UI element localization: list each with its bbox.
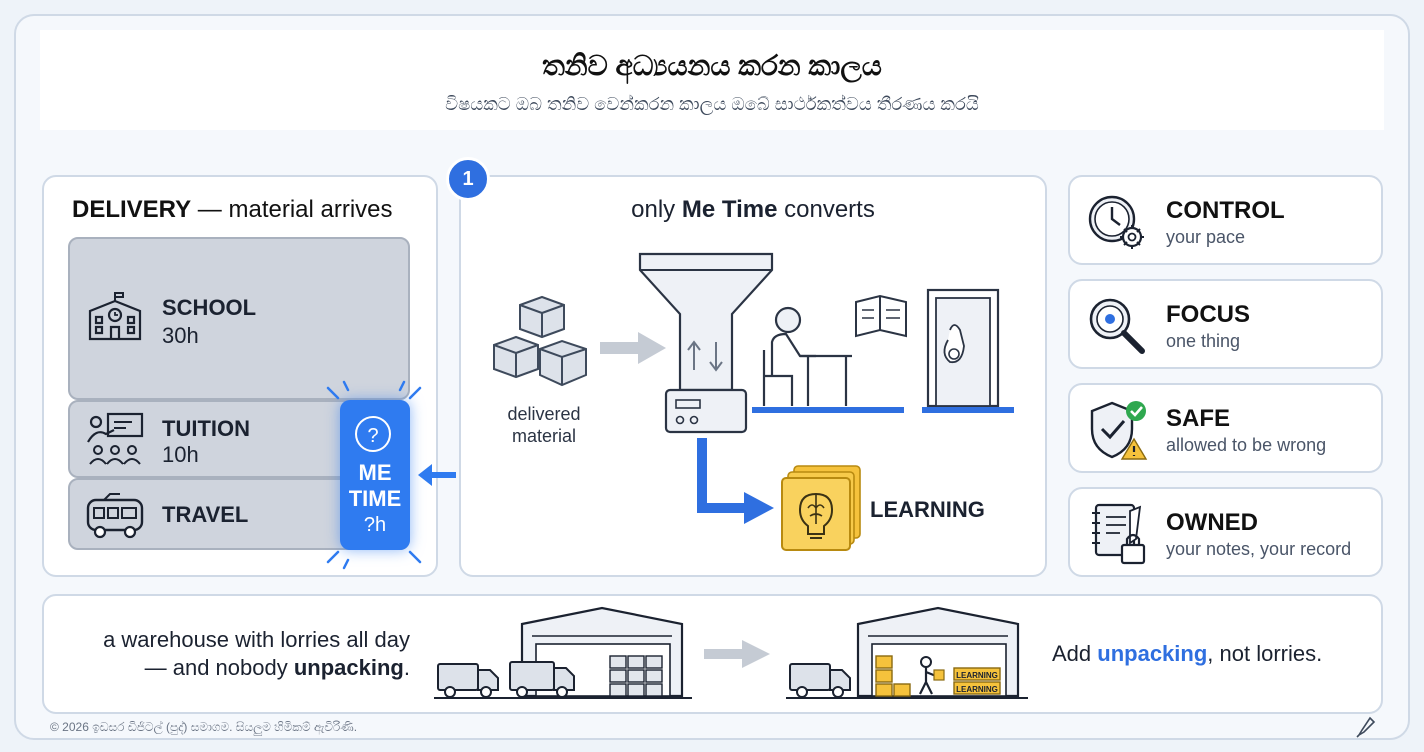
learning-label: LEARNING (870, 497, 985, 522)
tuition-label: TUITION (162, 416, 250, 441)
arrow-left-icon (418, 464, 456, 486)
control-card: CONTROL your pace (1068, 175, 1383, 265)
bus-icon (86, 493, 144, 539)
step-badge: 1 (446, 157, 490, 201)
safe-title: SAFE (1166, 405, 1231, 432)
safe-subtitle: allowed to be wrong (1166, 435, 1327, 455)
magnifier-icon (1089, 298, 1145, 354)
boxes-icon (493, 295, 587, 387)
converter-heading: only Me Time converts (631, 196, 875, 223)
copyright-footer: © 2026 ඉඩසර ඩිජිටල් (පුද්) සමාගම. සියලුම… (50, 720, 358, 734)
header-banner (40, 30, 1384, 130)
box-label-lower: LEARNING (956, 685, 998, 694)
notebook-lock-icon (1092, 503, 1146, 565)
converter-machine-icon (638, 252, 774, 434)
shield-check-icon (1090, 401, 1148, 460)
classroom-icon (87, 412, 144, 465)
school-label: SCHOOL (162, 295, 257, 320)
conclusion-text: Add unpacking, not lorries. (1052, 641, 1323, 666)
box-label-upper: LEARNING (956, 671, 998, 680)
me-time-glow-rays (326, 380, 422, 570)
question-icon: ? (355, 416, 391, 452)
focus-title: FOCUS (1166, 301, 1250, 328)
pen-nib-icon (1356, 716, 1376, 738)
page-title: තනිව අධ්‍යයනය කරන කාලය (542, 50, 882, 81)
owned-card: OWNED your notes, your record (1068, 487, 1383, 577)
focus-subtitle: one thing (1166, 331, 1241, 351)
delivery-heading: DELIVERY — material arrives (72, 196, 393, 223)
brain-bulb-icon (781, 465, 861, 551)
control-subtitle: your pace (1166, 227, 1246, 247)
travel-label: TRAVEL (162, 502, 249, 527)
down-right-arrow-icon (697, 438, 774, 524)
warehouse-unpacking-icon: LEARNING LEARNING (786, 606, 1028, 699)
clock-gear-icon (1088, 195, 1144, 249)
control-title: CONTROL (1166, 197, 1285, 224)
school-hours: 30h (162, 323, 199, 348)
me-time-hours: ?h (363, 514, 387, 536)
tuition-hours: 10h (162, 442, 199, 467)
owned-title: OWNED (1166, 509, 1258, 536)
owned-subtitle: your notes, your record (1166, 539, 1352, 559)
focus-card: FOCUS one thing (1068, 279, 1383, 369)
arrow-right-icon (704, 640, 770, 668)
page-subtitle: විෂයකට ඔබ තනිව වෙන්කරන කාලය ඔබේ සාර්ථකත්… (445, 94, 979, 114)
school-icon (88, 292, 142, 341)
safe-card: SAFE allowed to be wrong (1068, 383, 1383, 473)
warehouse-caption: a warehouse with lorries all day — and n… (103, 627, 410, 680)
warehouse-full-icon (434, 606, 692, 699)
arrow-right-icon (600, 332, 666, 364)
school-block: SCHOOL 30h (68, 237, 410, 400)
study-room-icon (752, 288, 1014, 413)
